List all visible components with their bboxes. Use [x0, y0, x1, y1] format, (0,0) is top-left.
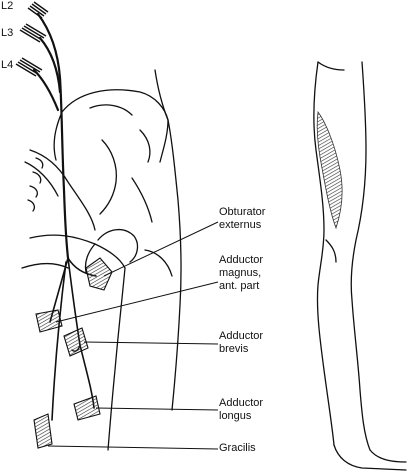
pelvis-and-femur-outline	[21, 69, 182, 451]
label-obturator-externus: Obturator externus	[219, 206, 265, 232]
leader-gracilis	[47, 445, 219, 450]
root-label-l3: L3	[1, 27, 14, 39]
muscle-stump-obturator-externus	[85, 257, 113, 291]
label-line: Adductor	[219, 330, 264, 342]
leader-obturator-externus	[103, 221, 219, 277]
muscle-stump-gracilis	[33, 413, 53, 449]
obturator-nerve	[32, 12, 97, 421]
muscle-stump-adductor-longus	[73, 395, 101, 421]
leader-adductor-longus	[95, 407, 219, 411]
root-stump-l4	[15, 57, 43, 77]
root-label-l4: L4	[1, 59, 14, 71]
label-adductor-brevis: Adductor brevis	[219, 330, 263, 356]
label-gracilis: Gracilis	[219, 442, 256, 455]
leader-lines	[47, 221, 219, 450]
label-line: ant. part	[219, 280, 260, 292]
root-stump-l3	[19, 23, 47, 43]
sensory-area-medial-thigh	[316, 110, 343, 230]
label-line: Gracilis	[219, 442, 256, 454]
label-line: Obturator	[219, 206, 266, 218]
leg-outline	[313, 61, 407, 471]
label-line: brevis	[219, 343, 249, 355]
muscle-stump-adductor-brevis	[63, 327, 89, 357]
muscle-stump-adductor-magnus	[35, 309, 63, 333]
label-line: externus	[219, 219, 262, 231]
nerve-root-stumps	[15, 1, 49, 77]
root-label-l2: L2	[1, 0, 14, 12]
muscle-stumps	[33, 257, 113, 449]
label-adductor-longus: Adductor longus	[219, 397, 263, 423]
leader-adductor-magnus	[55, 281, 219, 323]
label-adductor-magnus: Adductor magnus, ant. part	[219, 254, 263, 293]
root-stump-l2	[27, 1, 49, 19]
label-line: Adductor	[219, 397, 264, 409]
label-line: longus	[219, 410, 252, 422]
leader-adductor-brevis	[83, 341, 219, 345]
label-line: Adductor	[219, 254, 264, 266]
label-line: magnus,	[219, 267, 262, 279]
